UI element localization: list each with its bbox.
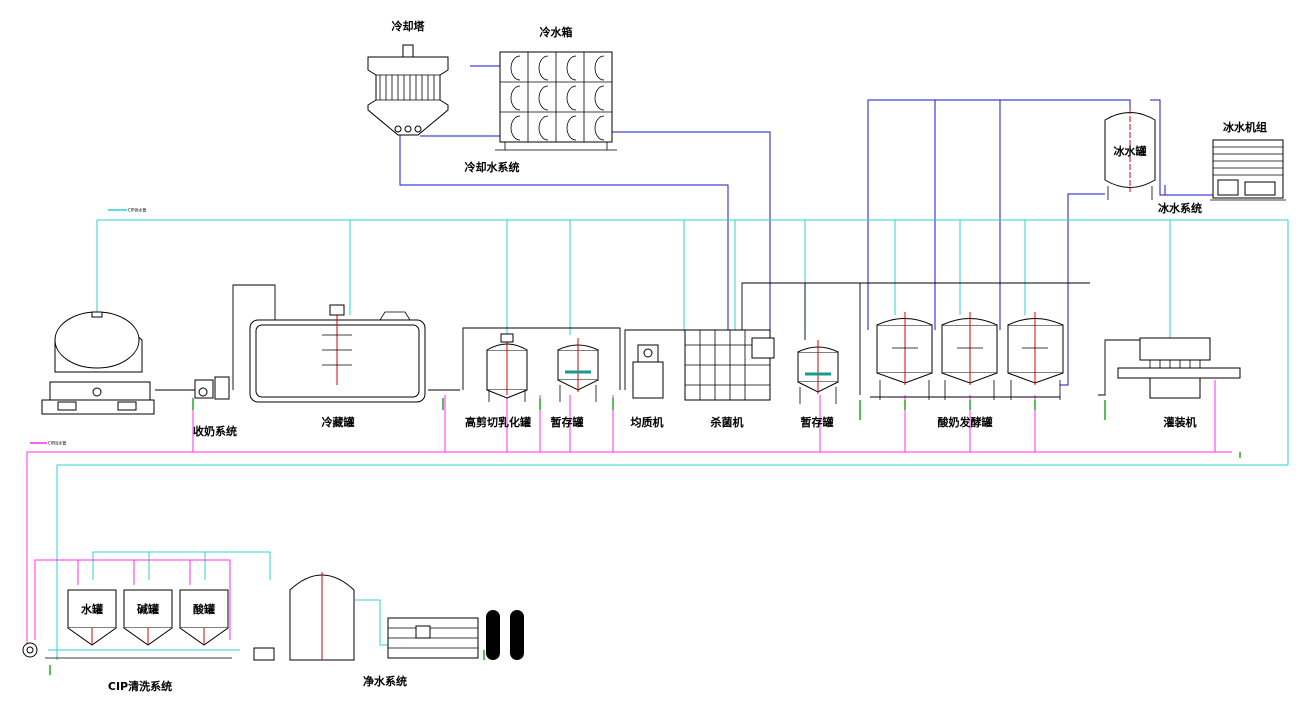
cip-system-label: CIP清洗系统 [108, 679, 172, 693]
cooling-water-system-label: 冷却水系统 [465, 160, 520, 174]
holding-tank-1: 暂存罐 [551, 338, 599, 429]
yogurt-fermentation-tank-2 [941, 312, 998, 400]
process-pipes [155, 282, 1150, 398]
cooling-tower: 冷却塔 [367, 19, 449, 136]
chiller-unit: 冰水机组 [1210, 120, 1286, 201]
cold-storage-tank-label: 冷藏罐 [322, 415, 355, 429]
acid-tank-label: 酸罐 [193, 602, 215, 616]
filter-vessels [486, 610, 524, 660]
holding-tank-1-label: 暂存罐 [551, 415, 584, 429]
tank-panel-arcs [510, 55, 605, 141]
tower-fill-hatch [379, 75, 435, 100]
milk-receiving-skid [194, 376, 230, 400]
high-shear-emulsifier: 高剪切乳化罐 [465, 333, 531, 429]
cip-water-tank: 水罐 [67, 589, 117, 646]
ice-water-system-label: 冰水系统 [1158, 201, 1202, 215]
svg-text:CIP回水管: CIP回水管 [48, 440, 66, 446]
filling-machine-label: 灌装机 [1164, 415, 1197, 429]
milk-tanker [41, 311, 155, 415]
sterilizer: 杀菌机 [684, 329, 775, 429]
cold-water-tank-label: 冷水箱 [540, 25, 573, 39]
legend-cip-supply: CIP供水管 [108, 207, 146, 213]
filling-machine: 灌装机 [1117, 337, 1241, 429]
cold-storage-tank: 冷藏罐 [249, 304, 426, 429]
yogurt-fermentation-tank-1 [876, 312, 933, 400]
pure-water-system-label: 净水系统 [363, 674, 407, 688]
ice-water-tank: 冰水罐 [1104, 108, 1156, 200]
cip-alkali-tank: 碱罐 [123, 589, 173, 646]
cip-pump [22, 642, 38, 658]
cip-valves [49, 398, 1241, 675]
alkali-tank-label: 碱罐 [137, 602, 159, 616]
sterilizer-label: 杀菌机 [711, 415, 744, 429]
holding-tank-2: 暂存罐 [797, 340, 839, 429]
cip-supply-pipes [48, 219, 1289, 660]
cooling-tower-label: 冷却塔 [392, 19, 426, 33]
pure-water-tank [253, 572, 355, 661]
water-tank-label: 水罐 [81, 602, 103, 616]
pure-water-skid [387, 617, 479, 659]
holding-tank-2-label: 暂存罐 [801, 415, 834, 429]
homogenizer-label: 均质机 [631, 415, 664, 429]
legend-cip-return: CIP回水管 [30, 440, 66, 446]
cold-water-tank: 冷水箱 [495, 25, 617, 151]
cooling-water-pipes [399, 65, 1215, 386]
high-shear-emulsifier-label: 高剪切乳化罐 [465, 415, 531, 429]
chiller-unit-label: 冰水机组 [1223, 120, 1267, 134]
yogurt-fermentation-tank-label: 酸奶发酵罐 [938, 415, 993, 429]
cip-acid-tank: 酸罐 [179, 589, 229, 646]
ice-water-tank-label: 冰水罐 [1114, 144, 1147, 158]
yogurt-fermentation-tank-3 [1007, 312, 1064, 400]
svg-text:CIP供水管: CIP供水管 [128, 207, 146, 213]
milk-receiving-system-label: 收奶系统 [193, 424, 237, 438]
homogenizer: 均质机 [631, 344, 664, 429]
